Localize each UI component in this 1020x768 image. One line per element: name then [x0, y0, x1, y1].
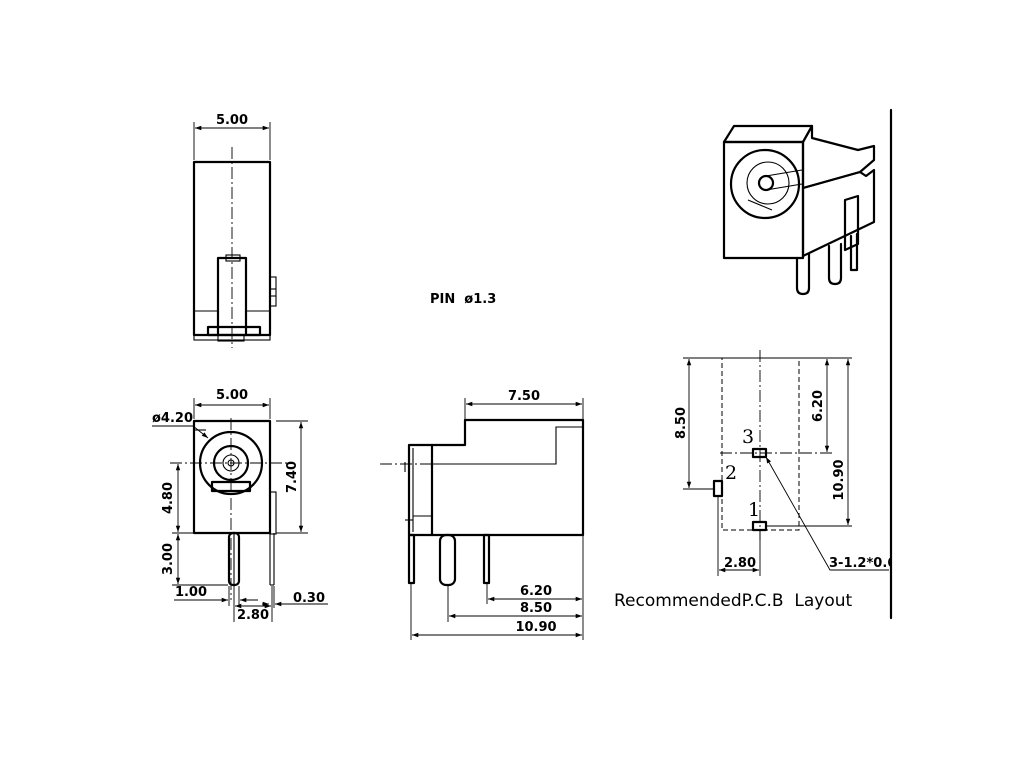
side-top-dimension: 7.50 [464, 389, 584, 419]
pcb-dim-1090-label: 10.90 [832, 459, 847, 500]
isometric-view [722, 124, 876, 296]
side-dim-1090-label: 10.90 [515, 620, 556, 635]
center-height-dimension: 4.80 [161, 464, 193, 534]
isometric-body [722, 124, 876, 296]
pcb-layout-caption: RecommendedP.C.B Layout [614, 591, 853, 611]
pcb-dim-280: 2.80 [717, 497, 761, 576]
bore-diameter-label: ø4.20 [152, 411, 193, 426]
side-dim-850-label: 8.50 [520, 601, 552, 616]
side-dim-620-label: 6.20 [520, 584, 552, 599]
pcb-dim-620: 6.20 [760, 357, 852, 452]
pcb-layout: 3 2 1 8.50 6.20 10.90 [614, 350, 896, 611]
front-height-dimension: 7.40 [276, 420, 308, 534]
side-bottom-dimensions: 6.20 8.50 10.90 [410, 536, 584, 640]
pcb-dim-620-label: 6.20 [811, 390, 826, 422]
top-width-label: 5.00 [216, 113, 248, 128]
center-height-label: 4.80 [161, 482, 176, 514]
front-height-label: 7.40 [285, 461, 300, 493]
pad-1: 1 [748, 499, 768, 532]
top-view: 5.00 [192, 113, 277, 348]
pcb-dim-850-label: 8.50 [674, 407, 689, 439]
front-view-body [192, 419, 277, 587]
pad-2: 2 [712, 462, 737, 498]
pcb-dim-280-label: 2.80 [724, 556, 756, 571]
pin-length-label: 3.00 [161, 543, 176, 575]
side-view: 7.50 6.20 8.50 10.90 [380, 389, 585, 640]
pcb-slot-note: 3-1.2*0.6 [765, 456, 896, 571]
front-view: 5.00 ø4.20 7.40 4.80 3.00 1.00 [152, 388, 328, 623]
pin-thickness-dimension: 0.30 [262, 586, 328, 608]
top-view-width-dimension: 5.00 [193, 113, 271, 160]
pin-spacing-dimension: 2.80 [233, 586, 273, 623]
front-width-dimension: 5.00 [193, 388, 271, 419]
pin-width-dimension: 1.00 [174, 585, 258, 606]
pin-diameter-note: PIN ø1.3 [430, 292, 496, 307]
slot-size-label: 3-1.2*0.6 [829, 556, 896, 571]
pin-spacing-label: 2.80 [237, 608, 269, 623]
pin-thickness-label: 0.30 [293, 591, 325, 606]
pcb-dim-850: 8.50 [674, 357, 760, 490]
side-top-label: 7.50 [508, 389, 540, 404]
top-view-body [192, 160, 277, 342]
pcb-dim-1090: 10.90 [767, 359, 852, 527]
pin-length-dimension: 3.00 [161, 534, 228, 586]
pcb-footprint-outline [721, 357, 800, 531]
pad-3-number: 3 [742, 426, 754, 448]
pin-width-label: 1.00 [175, 585, 207, 600]
pad-1-number: 1 [748, 499, 760, 521]
pad-2-number: 2 [725, 462, 737, 484]
front-width-label: 5.00 [216, 388, 248, 403]
pad-3: 3 [742, 426, 768, 459]
side-view-body [404, 418, 585, 587]
bore-diameter-leader: ø4.20 [152, 411, 209, 439]
